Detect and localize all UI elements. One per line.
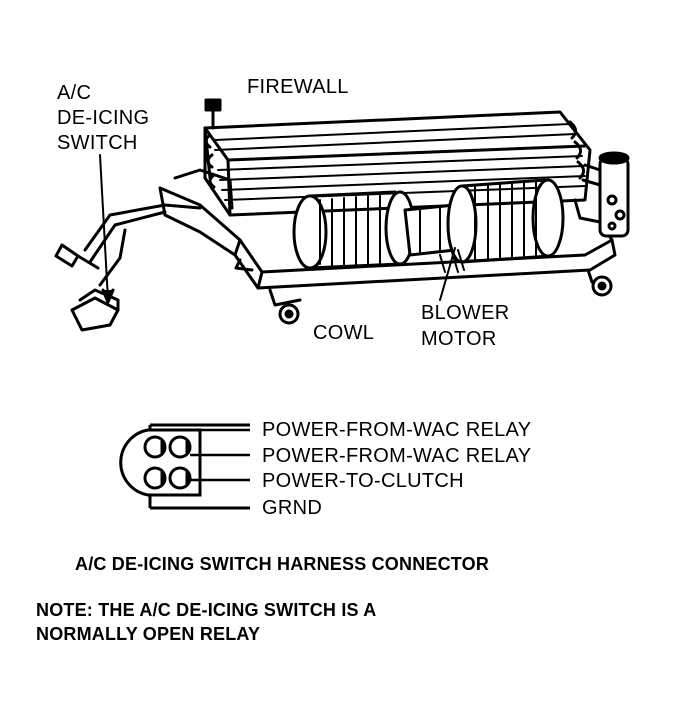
pin-3: [143, 466, 167, 490]
pin-1: [143, 435, 167, 459]
note-line-2: NORMALLY OPEN RELAY: [36, 624, 261, 644]
connector-pin-label-3: POWER-TO-CLUTCH: [262, 470, 464, 492]
ac-de-icing-switch-label-line3: SWITCH: [57, 132, 138, 154]
blower-motor-label-line1: BLOWER: [421, 302, 510, 324]
ac-de-icing-switch-label-line1: A/C: [57, 82, 92, 104]
ac-de-icing-switch-label-line2: DE-ICING: [57, 107, 150, 129]
accumulator: [581, 151, 630, 238]
pin-2: [168, 435, 192, 459]
harness-connector-diagram: [119, 423, 250, 510]
note-line-1: NOTE: THE A/C DE-ICING SWITCH IS A: [36, 600, 377, 620]
blower-housing: [158, 168, 617, 325]
blower-motor-label-line2: MOTOR: [421, 328, 497, 350]
connector-pin-label-4: GRND: [262, 497, 323, 519]
de-icing-switch-harness: [54, 154, 202, 332]
connector-pin-label-2: POWER-FROM-WAC RELAY: [262, 445, 532, 467]
pin-4: [168, 466, 192, 490]
connector-pin-label-1: POWER-FROM-WAC RELAY: [262, 419, 532, 441]
connector-caption: A/C DE-ICING SWITCH HARNESS CONNECTOR: [75, 554, 490, 574]
cowl-label: COWL: [313, 322, 375, 344]
blower-wheels: [292, 178, 565, 273]
blower-motor-leader: [439, 247, 456, 301]
firewall-label: FIREWALL: [247, 76, 349, 98]
